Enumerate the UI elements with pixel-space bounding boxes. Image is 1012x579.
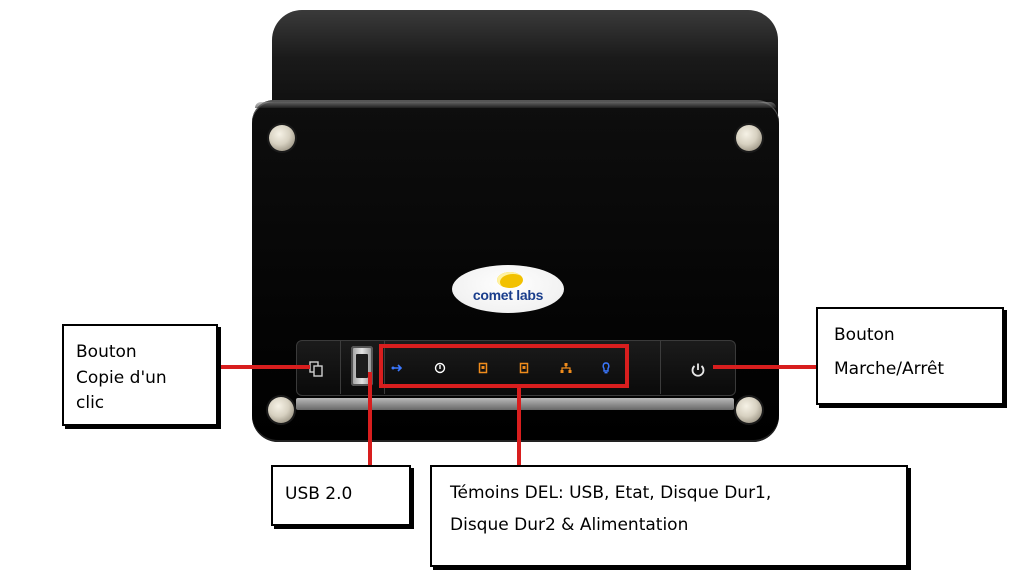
panel-chrome-base	[296, 398, 734, 410]
power-led-icon	[602, 362, 610, 374]
power-button-label: Bouton Marche/Arrêt	[816, 307, 1004, 405]
label-line: Bouton	[834, 325, 895, 345]
usb-label: USB 2.0	[271, 465, 411, 526]
panel-divider	[660, 340, 661, 394]
led-highlight-box	[379, 344, 629, 388]
label-line: clic	[76, 393, 105, 413]
screw-bottom-left	[268, 397, 294, 423]
status-led-icon	[434, 362, 446, 374]
copy-button-callout-line	[220, 365, 310, 369]
label-line: Témoins DEL: USB, Etat, Disque Dur1,	[450, 483, 772, 503]
hdd1-led-icon	[478, 362, 488, 374]
label-line: Disque Dur2 & Alimentation	[450, 514, 689, 535]
led-indicators-label: Témoins DEL: USB, Etat, Disque Dur1, Dis…	[430, 465, 908, 567]
label-line: Copie d'un	[76, 367, 167, 388]
led-callout-line	[517, 388, 521, 466]
usb-port-slot	[356, 354, 368, 378]
power-button-callout-line	[713, 365, 817, 369]
copy-button-label: Bouton Copie d'un clic	[62, 324, 218, 426]
device-edge-highlight	[255, 102, 776, 108]
panel-divider	[340, 340, 341, 394]
label-line: Marche/Arrêt	[834, 358, 945, 379]
hdd2-led-icon	[519, 362, 529, 374]
usb-callout-line	[368, 372, 372, 466]
brand-logo-text: comet labs	[472, 287, 544, 303]
screw-top-left	[269, 125, 295, 151]
label-line: USB 2.0	[285, 484, 353, 504]
screw-bottom-right	[736, 397, 762, 423]
brand-logo-swoosh	[497, 272, 523, 288]
usb-led-icon	[391, 364, 403, 372]
panel-divider	[384, 340, 385, 394]
label-line: Bouton	[76, 342, 137, 362]
screw-top-right	[736, 125, 762, 151]
network-led-icon	[560, 363, 572, 373]
power-button-icon[interactable]	[689, 361, 707, 379]
copy-button-icon[interactable]	[308, 361, 324, 377]
